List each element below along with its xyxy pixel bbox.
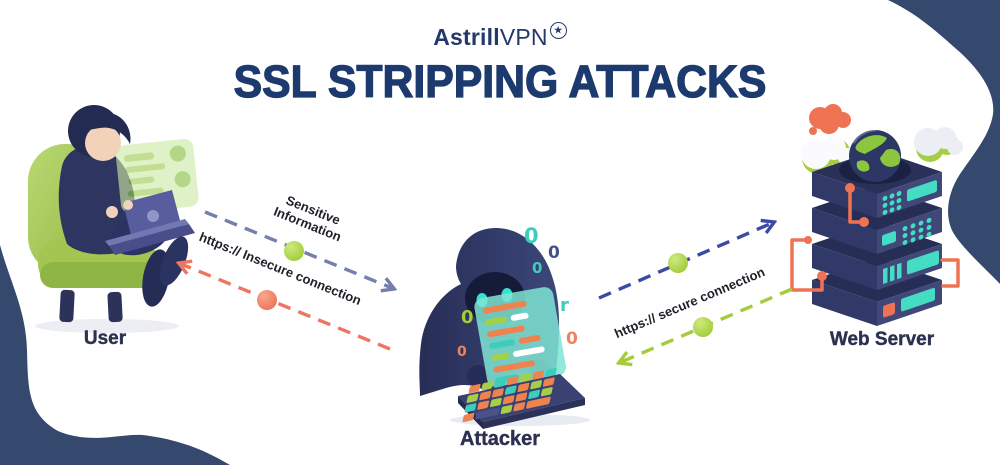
chair-leg bbox=[107, 291, 123, 323]
brand-name-bold: Astrill bbox=[433, 24, 500, 50]
cloud-orange-icon bbox=[809, 104, 851, 135]
attacker-label: Attacker bbox=[459, 428, 541, 450]
user-hand bbox=[106, 206, 118, 218]
code-glyph: 0 bbox=[457, 344, 467, 360]
code-glyph: 0 bbox=[524, 224, 539, 248]
server-panel bbox=[907, 250, 939, 275]
globe-icon bbox=[839, 128, 911, 184]
page-title: SSL STRIPPING ATTACKS bbox=[233, 55, 767, 107]
brand-logo: AstrillVPN ★ bbox=[0, 22, 1000, 51]
ground-shadow bbox=[35, 319, 179, 333]
server-panel bbox=[882, 231, 896, 246]
server-panel bbox=[907, 180, 937, 202]
code-glyph: 0 bbox=[461, 307, 474, 328]
user-label: User bbox=[83, 328, 127, 349]
code-screen bbox=[474, 287, 566, 387]
star-icon: ★ bbox=[554, 25, 563, 35]
web-server-illustration bbox=[790, 104, 963, 326]
user-illustration bbox=[28, 105, 199, 333]
user-hand bbox=[123, 200, 133, 210]
server-panel bbox=[901, 287, 935, 312]
attacker-hand bbox=[467, 365, 489, 387]
server-light-orange bbox=[883, 302, 895, 318]
keyboard bbox=[458, 367, 585, 429]
brand-name-light: VPN bbox=[499, 24, 548, 50]
laptop-icon bbox=[105, 190, 195, 255]
floating-ui-panel bbox=[115, 138, 199, 213]
code-glyph: 0 bbox=[532, 259, 543, 277]
code-glyph: 0 bbox=[566, 329, 578, 349]
cable-nodes bbox=[804, 183, 869, 281]
corner-blob-top-right bbox=[888, 0, 1000, 284]
chair-leg bbox=[59, 289, 75, 323]
corner-blob-bottom-left bbox=[0, 245, 230, 465]
server-bar bbox=[883, 267, 888, 284]
cloud-white-icon bbox=[801, 136, 859, 174]
server-bar bbox=[897, 262, 902, 280]
registered-trademark-icon: ★ bbox=[549, 22, 567, 39]
user-lower-leg bbox=[159, 236, 189, 286]
server-bar bbox=[890, 265, 895, 282]
user-face bbox=[85, 125, 121, 161]
web-server-label: Web Server bbox=[829, 329, 935, 350]
code-glyph: 0 bbox=[548, 243, 560, 263]
attacker-illustration bbox=[419, 228, 590, 429]
cloud-gray-icon bbox=[914, 127, 963, 162]
code-glyph: r bbox=[560, 295, 569, 316]
